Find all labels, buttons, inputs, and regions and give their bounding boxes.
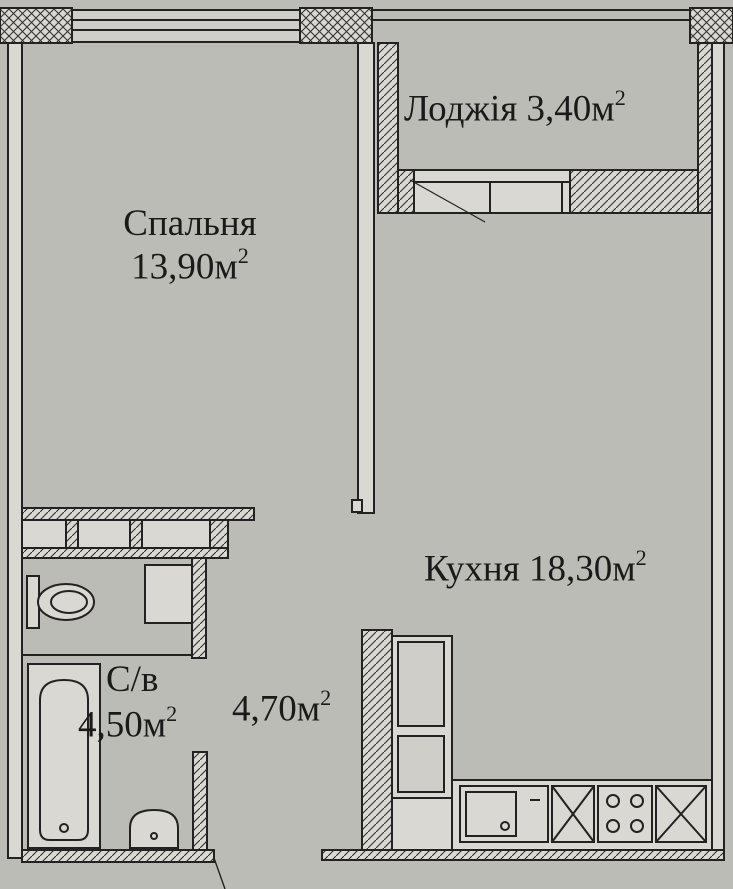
bathroom-area: 4,50м	[78, 704, 167, 746]
loggia-area-exponent: 2	[614, 85, 626, 110]
bedroom-area-exponent: 2	[237, 242, 249, 268]
loggia-label: Лоджія 3,40м2	[404, 86, 626, 129]
exterior-wall-right	[697, 42, 725, 859]
kitchen-sink-icon	[459, 785, 549, 843]
cabinet-icon	[655, 785, 707, 843]
bathtub-icon	[27, 663, 101, 849]
appliance-cabinet-icon	[551, 785, 595, 843]
bathroom-walls	[21, 507, 255, 889]
bedroom-area: 13,90м	[131, 246, 238, 288]
partition-bedroom	[351, 42, 375, 514]
kitchen-label: Кухня 18,30м2	[424, 546, 647, 589]
bedroom-label: Спальня 13,90м2	[100, 204, 280, 287]
hallway-area: 4,70м	[232, 688, 321, 730]
washbasin-icon	[129, 808, 179, 849]
kitchen-cabinet-column	[361, 629, 453, 859]
loggia-walls	[377, 42, 699, 223]
exterior-wall-left	[7, 42, 23, 859]
bathroom-label: С/в 4,50м2	[78, 660, 177, 745]
bedroom-name: Спальня	[123, 203, 257, 244]
kitchen-area-exponent: 2	[635, 545, 647, 570]
toilet-icon	[26, 575, 95, 629]
stove-icon	[597, 785, 653, 843]
hallway-area-exponent: 2	[320, 685, 332, 710]
exterior-wall-top	[0, 7, 733, 44]
bathroom-name: С/в	[106, 659, 159, 700]
loggia-name: Лоджія	[404, 88, 518, 130]
kitchen-area: 18,30м	[528, 548, 636, 590]
hallway-label: 4,70м2	[232, 686, 331, 729]
bathroom-area-exponent: 2	[166, 700, 178, 726]
kitchen-name: Кухня	[424, 548, 520, 590]
loggia-area: 3,40м	[526, 88, 615, 130]
